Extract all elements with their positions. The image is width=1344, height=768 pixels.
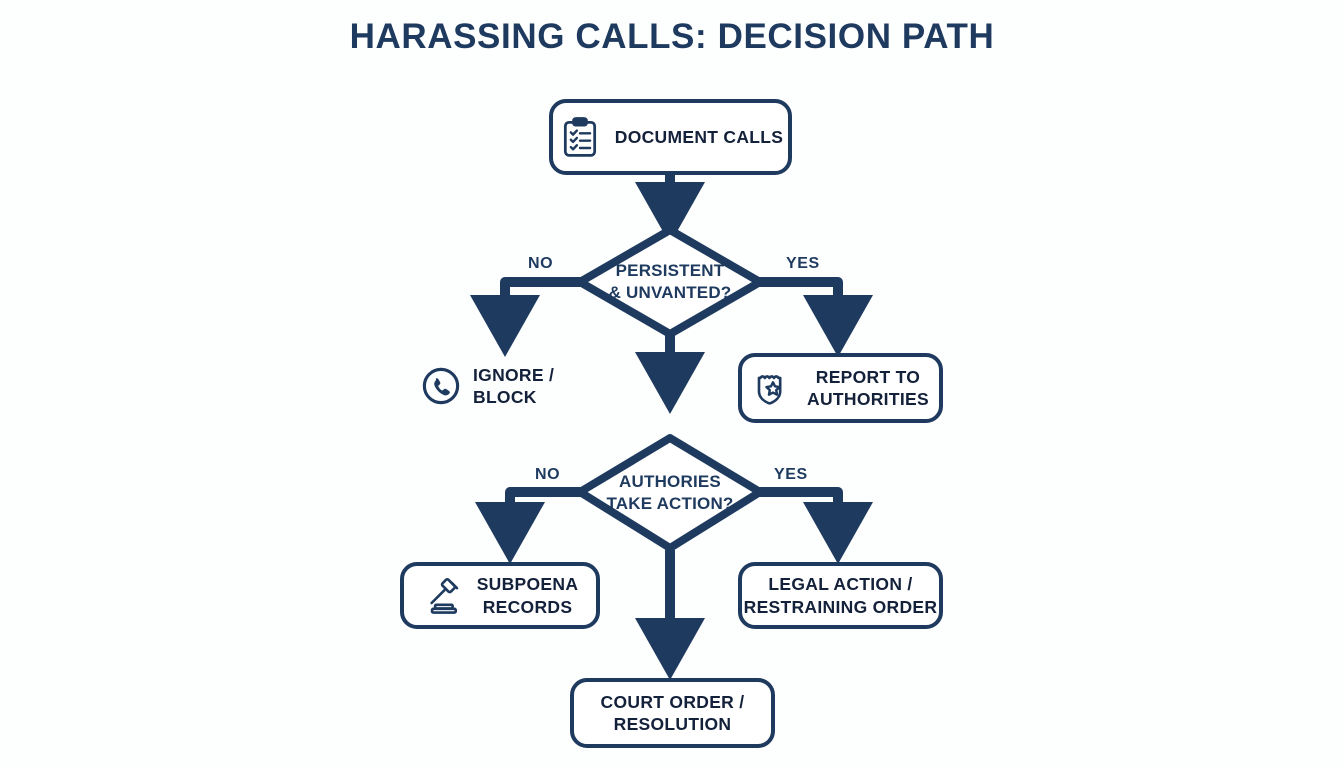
node-subpoena-records[interactable]: SUBPOENA RECORDS <box>400 562 600 629</box>
decision-authorities[interactable]: AUTHORIES TAKE ACTION? <box>580 438 760 548</box>
clipboard-checklist-icon <box>558 115 602 159</box>
node-report-authorities[interactable]: REPORT TO AUTHORITIES <box>738 353 943 423</box>
decision-authorities-label: AUTHORIES TAKE ACTION? <box>606 471 734 513</box>
decision-persistent-label: PERSISTENT & UNVANTED? <box>608 260 732 302</box>
node-court-order-label: COURT ORDER / RESOLUTION <box>600 691 745 734</box>
node-ignore-block-label: IGNORE / BLOCK <box>473 364 555 407</box>
edge-authorities-yes <box>748 487 873 564</box>
node-document-calls[interactable]: DOCUMENT CALLS <box>549 99 792 175</box>
edge-authorities-no <box>475 487 592 564</box>
node-court-order[interactable]: COURT ORDER / RESOLUTION <box>570 678 775 748</box>
node-legal-action[interactable]: LEGAL ACTION / RESTRAINING ORDER <box>738 562 943 629</box>
edge-label-persistent-no: NO <box>528 255 554 272</box>
gavel-icon <box>422 575 464 617</box>
phone-circle-icon <box>420 365 462 407</box>
page-title: HARASSING CALLS: DECISION PATH <box>349 17 995 56</box>
node-ignore-block[interactable]: IGNORE / BLOCK <box>420 355 595 417</box>
decision-authorities-shape[interactable] <box>576 434 764 552</box>
node-legal-action-label: LEGAL ACTION / RESTRAINING ORDER <box>743 574 938 617</box>
police-badge-icon <box>752 367 794 409</box>
edge-label-authorities-no: NO <box>535 466 561 483</box>
edge-persistent-yes <box>752 277 873 357</box>
edge-persistent-no <box>470 277 590 357</box>
edge-label-authorities-yes: YES <box>774 466 808 483</box>
node-subpoena-records-label: SUBPOENA RECORDS <box>476 574 579 617</box>
decision-persistent[interactable]: PERSISTENT & UNVANTED? <box>580 230 760 334</box>
decision-persistent-shape[interactable] <box>576 226 764 338</box>
node-report-authorities-label: REPORT TO AUTHORITIES <box>807 366 929 409</box>
node-document-calls-label: DOCUMENT CALLS <box>614 126 784 147</box>
edge-label-persistent-yes: YES <box>786 255 820 272</box>
